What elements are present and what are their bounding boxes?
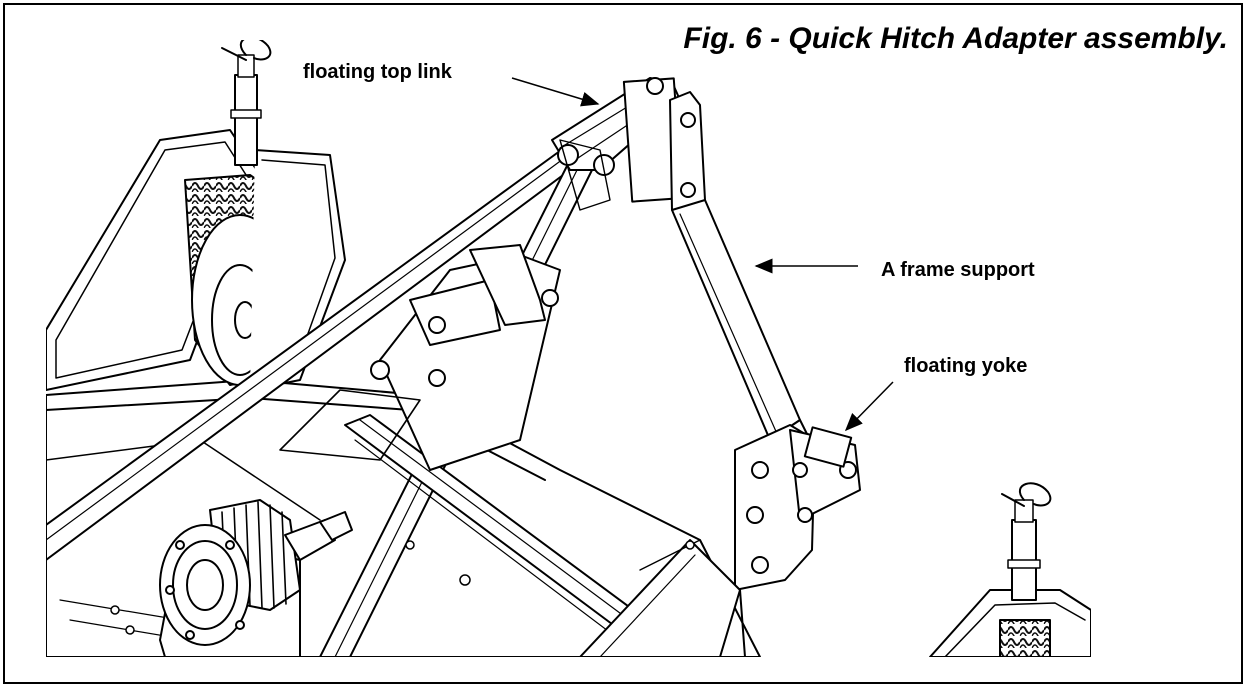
floating-top-link <box>551 77 684 211</box>
left-gauge-wheel <box>46 40 346 391</box>
callout-a-frame-support: A frame support <box>881 259 1035 281</box>
top-link-arrow <box>511 77 600 107</box>
hitch-mast <box>279 244 561 471</box>
right-gauge-wheel <box>929 482 1091 657</box>
callout-arrows <box>511 77 894 432</box>
callout-floating-yoke: floating yoke <box>904 355 1028 377</box>
a-frame-support <box>669 91 811 461</box>
deck-fasteners <box>110 540 695 635</box>
floating-yoke <box>734 424 861 591</box>
gearbox <box>159 499 353 657</box>
figure-title: Fig. 6 - Quick Hitch Adapter assembly. <box>683 22 1228 55</box>
callout-floating-top-link: floating top link <box>303 61 452 83</box>
yoke-arrow <box>844 381 894 432</box>
